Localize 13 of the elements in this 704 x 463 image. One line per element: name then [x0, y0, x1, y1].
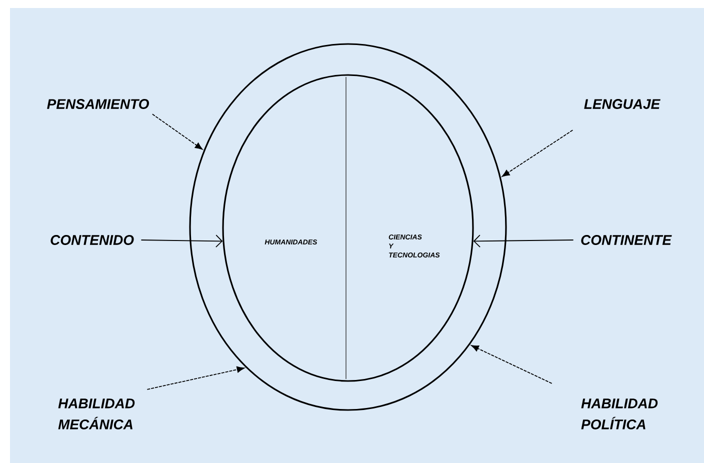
concept-label: LENGUAJE: [584, 99, 660, 109]
concept-label: CONTINENTE: [581, 235, 672, 245]
arrow: [146, 366, 244, 390]
arrow: [473, 234, 574, 248]
concept-label: CONTENIDO: [50, 235, 134, 245]
arrow: [471, 345, 552, 384]
outer-ellipse: [189, 43, 507, 411]
concept-label: PENSAMIENTO: [47, 99, 149, 109]
concept-label: HABILIDAD MECÁNICA: [58, 398, 135, 430]
arrow: [152, 114, 203, 150]
arrow: [502, 130, 574, 177]
concept-label: HABILIDAD POLÍTICA: [581, 398, 658, 430]
arrow: [140, 234, 223, 248]
